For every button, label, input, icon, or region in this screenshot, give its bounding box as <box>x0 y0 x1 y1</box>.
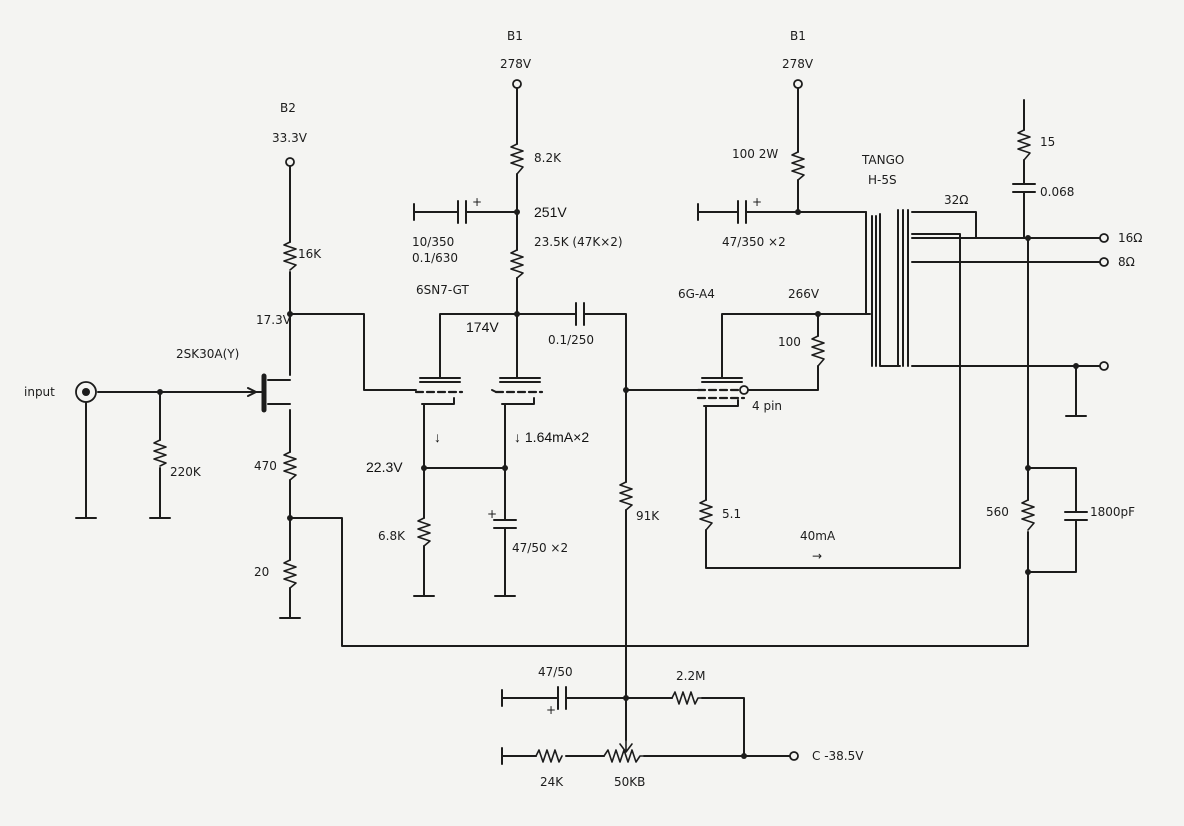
label-40ma: 40mA <box>800 529 836 543</box>
label-b1-left-voltage: 278V <box>500 57 532 71</box>
wires <box>75 87 1101 765</box>
potentiometer-50kb <box>603 749 645 763</box>
label-2-2m: 2.2M <box>676 669 705 683</box>
label-0-068: 0.068 <box>1040 185 1074 199</box>
label-100: 100 <box>778 335 801 349</box>
svg-text:+: + <box>752 195 762 209</box>
b1-terminal-left <box>512 79 522 89</box>
label-plate-current: ↓ 1.64mA×2 <box>514 429 589 445</box>
output-transformer <box>871 209 909 367</box>
label-8ohm: 8Ω <box>1118 255 1135 269</box>
resistor-2-2m <box>671 691 703 705</box>
resistor-5-1 <box>699 499 713 531</box>
label-6-8k: 6.8K <box>378 529 406 543</box>
svg-text:+: + <box>546 703 556 717</box>
label-266v: 266V <box>788 287 820 301</box>
label-c-bias: C -38.5V <box>812 749 864 763</box>
label-arrow-left: ↓ <box>434 429 441 445</box>
capacitors: + + + + <box>457 183 1088 717</box>
label-6sn7: 6SN7-GT <box>416 283 470 297</box>
label-24k: 24K <box>540 775 564 789</box>
label-input: input <box>24 385 55 399</box>
label-6g-a4: 6G-A4 <box>678 287 715 301</box>
resistor-470 <box>283 451 297 481</box>
label-23-5k: 23.5K (47K×2) <box>534 235 623 249</box>
label-220k: 220K <box>170 465 202 479</box>
resistor-15 <box>1017 129 1031 161</box>
out-common-terminal <box>1099 361 1109 371</box>
label-91k: 91K <box>636 509 660 523</box>
label-20: 20 <box>254 565 269 579</box>
label-5-1: 5.1 <box>722 507 741 521</box>
resistor-100 <box>811 335 825 367</box>
label-15: 15 <box>1040 135 1055 149</box>
out-16ohm-terminal <box>1099 233 1109 243</box>
resistor-8-2k <box>510 143 524 175</box>
label-b2-voltage: 33.3V <box>272 131 308 145</box>
resistor-16k <box>283 241 297 271</box>
tubes <box>247 373 746 413</box>
label-251v: 251V <box>534 204 567 220</box>
resistor-91k <box>619 481 633 511</box>
label-174v: 174V <box>466 319 499 335</box>
label-40ma-arrow: → <box>812 549 822 563</box>
label-tango: TANGO <box>861 153 904 167</box>
junction-dots <box>157 209 1079 759</box>
label-22-3v: 22.3V <box>366 459 403 475</box>
capacitor-1800pf <box>1064 511 1088 521</box>
resistor-24k <box>535 749 563 763</box>
capacitor-0-068 <box>1012 183 1036 193</box>
capacitor-47-50x2 <box>493 519 517 529</box>
label-4pin: 4 pin <box>752 399 782 413</box>
resistor-6-8k <box>417 517 431 547</box>
label-16k: 16K <box>298 247 322 261</box>
label-47-50: 47/50 <box>538 665 573 679</box>
label-50kb: 50KB <box>614 775 645 789</box>
label-47-350x2: 47/350 ×2 <box>722 235 786 249</box>
b1-terminal-right <box>793 79 803 89</box>
out-8ohm-terminal <box>1099 257 1109 267</box>
labels: input 220K B2 33.3V 16K 17.3V 2SK30A(Y) … <box>24 29 1142 789</box>
label-0-1-630: 0.1/630 <box>412 251 458 265</box>
label-b2: B2 <box>280 101 296 115</box>
label-8-2k: 8.2K <box>534 151 562 165</box>
label-47-50x2: 47/50 ×2 <box>512 541 568 555</box>
label-fet: 2SK30A(Y) <box>176 347 239 361</box>
label-b1-right: B1 <box>790 29 806 43</box>
capacitor-0-1-250 <box>575 302 585 326</box>
label-1800pf: 1800pF <box>1090 505 1135 519</box>
resistor-220k <box>153 439 167 467</box>
label-drain-voltage: 17.3V <box>256 313 292 327</box>
resistor-20 <box>283 559 297 589</box>
capacitor-10-350 <box>457 200 467 224</box>
label-560: 560 <box>986 505 1009 519</box>
label-h5s: H-5S <box>868 173 897 187</box>
svg-text:+: + <box>472 195 482 209</box>
label-b1-left: B1 <box>507 29 523 43</box>
label-32ohm: 32Ω <box>944 193 968 207</box>
label-16ohm: 16Ω <box>1118 231 1142 245</box>
label-100-2w: 100 2W <box>732 147 778 161</box>
resistors <box>153 129 1035 763</box>
resistor-100-2w <box>791 151 805 181</box>
label-10-350: 10/350 <box>412 235 454 249</box>
label-470: 470 <box>254 459 277 473</box>
terminals <box>75 79 1109 761</box>
label-b1-right-voltage: 278V <box>782 57 814 71</box>
pot-wiper <box>619 739 633 753</box>
label-0-1-250: 0.1/250 <box>548 333 594 347</box>
capacitor-47-350x2 <box>737 200 747 224</box>
b2-terminal <box>285 157 295 167</box>
resistor-560 <box>1021 499 1035 531</box>
svg-text:+: + <box>487 507 497 521</box>
pin4-terminal <box>739 385 749 395</box>
resistor-23-5k <box>510 249 524 279</box>
c-bias-terminal <box>789 751 799 761</box>
capacitor-47-50 <box>557 686 567 710</box>
